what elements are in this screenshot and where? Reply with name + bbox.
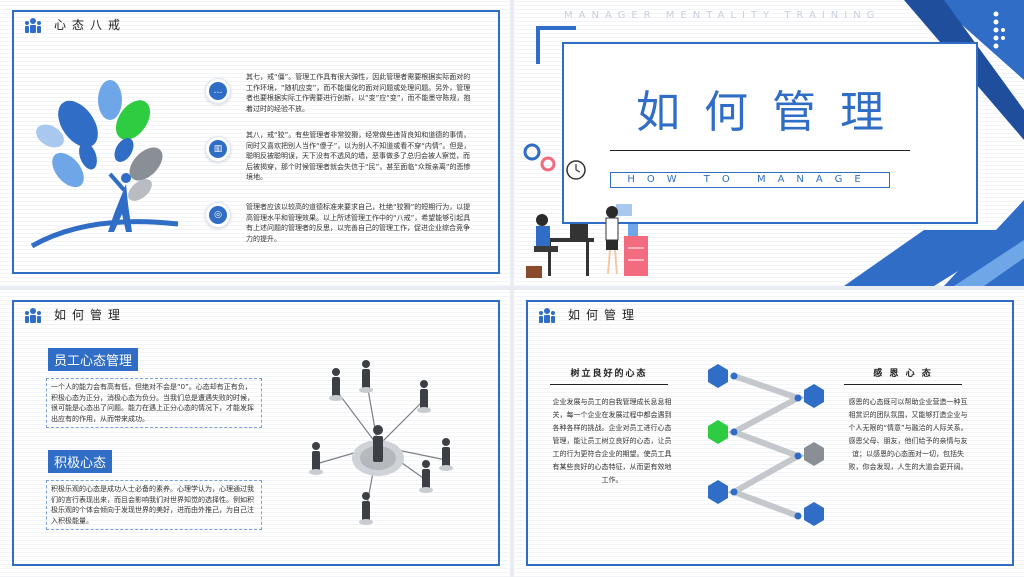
paragraph-seventh: 其七，戒“僵”。管理工作具有很大弹性，因此管理者需要根据实际面对的工作环境，“随… bbox=[246, 73, 471, 113]
title-underline bbox=[610, 150, 910, 151]
slide-title: 心态八戒 bbox=[54, 18, 127, 32]
slide-frame bbox=[12, 300, 500, 566]
paragraph-eighth: 其八，戒“狡”。有些管理者非常狡猾，经常做些违背良知和道德的事情，同时又喜欢把别… bbox=[246, 131, 471, 181]
chat-icon-badge: … bbox=[205, 78, 231, 104]
chart-icon-badge: ▥ bbox=[205, 136, 231, 162]
slide-header: 心态八戒 bbox=[24, 16, 126, 33]
office-illustration bbox=[523, 143, 648, 278]
right-title-underline bbox=[844, 384, 962, 385]
slide-frame bbox=[526, 300, 1014, 566]
team-icon bbox=[25, 307, 41, 323]
team-icon bbox=[25, 17, 41, 33]
hexagon-blue-3 bbox=[708, 480, 728, 504]
corner-bracket bbox=[536, 26, 576, 64]
positive-mindset-title: 积极心态 bbox=[48, 450, 113, 473]
paragraph-conclusion: 管理者应该以较高的道德标准来要求自己，杜绝“狡猾”的短期行为，以提高管理水平和管… bbox=[246, 203, 471, 243]
slide-how-to-manage-mindset[interactable]: 如何管理 员工心态管理 一个人的能力会有高有低，但绝对不会是“0”。心态却有正有… bbox=[0, 290, 510, 577]
target-icon: ◎ bbox=[209, 206, 227, 224]
gratitude-mindset-title: 感 恩 心 态 bbox=[873, 369, 933, 379]
slide-title: 如何管理 bbox=[54, 308, 127, 322]
title-panel bbox=[562, 42, 978, 224]
tree-person-illustration bbox=[30, 80, 179, 249]
target-icon-badge: ◎ bbox=[205, 202, 231, 228]
gear-icon-small bbox=[540, 156, 556, 172]
cover-subtitle: HOW TO MANAGE bbox=[610, 172, 890, 188]
bar-chart-icon: ▥ bbox=[209, 140, 227, 158]
hexagon-zigzag-diagram bbox=[708, 364, 824, 526]
hexagon-blue-1 bbox=[708, 364, 728, 388]
slide-mindset-eight-precepts[interactable]: 心态八戒 … ▥ ◎ 其七，戒“僵”。管理工作具有很大弹性，因此管理者需要根据实… bbox=[0, 0, 510, 286]
left-title-underline bbox=[550, 384, 668, 385]
hexagon-blue-2 bbox=[804, 384, 824, 408]
good-mindset-text: 企业发展与员工的自我管理成长息息相关，每一个企业在发展过程中都会遇到各种各样的挑… bbox=[552, 398, 672, 484]
slide-frame bbox=[12, 10, 500, 274]
gratitude-mindset-text: 感恩的心态既可以帮助企业营造一种互相赏识的团队氛围，又能够打造企业与个人无限的“… bbox=[848, 398, 968, 471]
team-icon bbox=[539, 307, 555, 323]
slide-how-to-manage-cover[interactable]: MANAGER MENTALITY TRAINING 如何管理 HOW TO M… bbox=[514, 0, 1024, 286]
slide-header: 如何管理 bbox=[538, 306, 640, 323]
dots-decoration bbox=[992, 10, 1006, 58]
employee-mindset-title: 员工心态管理 bbox=[48, 348, 139, 371]
good-mindset-title: 树立良好的心态 bbox=[570, 369, 648, 379]
watermark-text: MANAGER MENTALITY TRAINING bbox=[564, 10, 881, 21]
gear-icon bbox=[523, 143, 541, 161]
hexagon-blue-4 bbox=[804, 502, 824, 526]
chat-icon: … bbox=[209, 82, 227, 100]
slide-title: 如何管理 bbox=[568, 308, 641, 322]
hexagon-green bbox=[708, 420, 728, 444]
employee-mindset-text: 一个人的能力会有高有低，但绝对不会是“0”。心态却有正有负，积极心态为正分，消极… bbox=[46, 378, 262, 428]
positive-mindset-text: 积极乐观的心态是成功人士必备的素养。心理学认为，心理通过我们的言行表现出来，而且… bbox=[46, 480, 262, 530]
hexagon-grey bbox=[804, 442, 824, 466]
people-network-illustration bbox=[309, 360, 453, 525]
slide-header: 如何管理 bbox=[24, 306, 126, 323]
briefcase-icon bbox=[526, 266, 542, 278]
slide-how-to-manage-attitudes[interactable]: 如何管理 树立良好的心态 企业发展与员工的自我管理成长息息相关，每一个企业在发展… bbox=[514, 290, 1024, 577]
cover-title: 如何管理 bbox=[636, 87, 908, 138]
